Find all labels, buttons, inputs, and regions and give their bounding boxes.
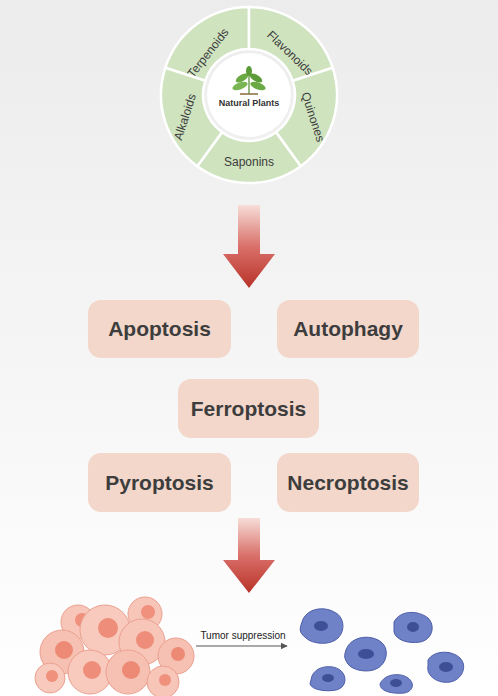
mechanism-label: Autophagy [293, 317, 403, 341]
process-box: Autophagy [277, 300, 419, 358]
mechanism-label: Pyroptosis [105, 471, 214, 495]
mechanism-label: Ferroptosis [191, 397, 307, 421]
mechanism-label: Necroptosis [287, 471, 408, 495]
process-box: Pyroptosis [88, 453, 231, 512]
center-circle: Natural Plants [205, 51, 293, 139]
flow-arrow [223, 518, 275, 593]
plant-icon [231, 66, 266, 94]
mechanism-label: Apoptosis [108, 317, 211, 341]
category-label: Saponins [224, 155, 274, 169]
center-label: Natural Plants [205, 98, 293, 108]
circle-shape [207, 53, 291, 137]
process-box: Apoptosis [88, 300, 231, 358]
transition-arrow [196, 645, 287, 646]
process-box: Necroptosis [277, 453, 419, 512]
flow-arrow [223, 205, 275, 288]
tumor-cells [35, 597, 194, 696]
process-box: Ferroptosis [178, 379, 319, 438]
dead-cells [300, 609, 463, 693]
circle-outline [205, 51, 293, 139]
arrow-label: Tumor suppression [194, 630, 292, 641]
